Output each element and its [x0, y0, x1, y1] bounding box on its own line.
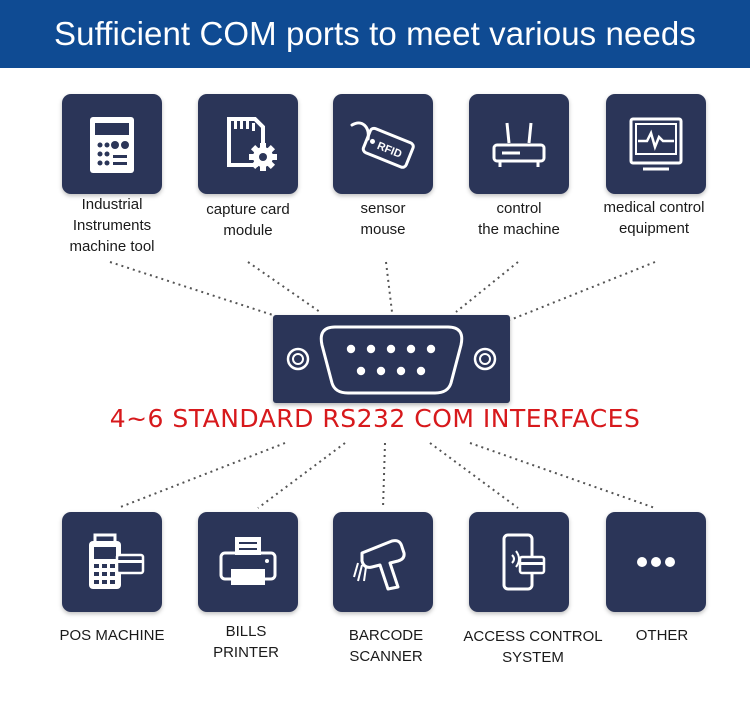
rs232-connector [273, 315, 510, 403]
bills-printer-tile [198, 512, 298, 612]
instrument-panel-icon [90, 117, 134, 173]
db9-port-icon [286, 325, 497, 395]
medical-equipment-tile [606, 94, 706, 194]
heart-monitor-icon [629, 117, 683, 171]
router-icon [492, 122, 546, 167]
pos-machine-tile [62, 512, 162, 612]
connection-line [385, 261, 393, 313]
connection-line [382, 442, 386, 509]
interfaces-caption: 4~6 STANDARD RS232 COM INTERFACES [109, 404, 641, 433]
connection-line [247, 261, 321, 313]
rfid-tag-icon: RFID [350, 121, 415, 169]
page-title: Sufficient COM ports to meet various nee… [54, 15, 696, 52]
connection-line [469, 442, 656, 509]
header-banner: Sufficient COM ports to meet various nee… [0, 0, 750, 68]
barcode-scanner-tile [333, 512, 433, 612]
connection-line [117, 442, 286, 509]
sensor-tile: RFID [333, 94, 433, 194]
connection-line [509, 261, 656, 321]
connection-line [429, 442, 519, 509]
connection-line [257, 442, 346, 509]
control-machine-tile [469, 94, 569, 194]
card-reader-icon [502, 533, 546, 591]
connection-line [109, 261, 283, 319]
other-label: OTHER [635, 627, 689, 644]
pos-terminal-icon [89, 533, 145, 589]
industrial-instruments-tile [62, 94, 162, 194]
more-dots-icon [637, 557, 675, 567]
pos-machine-label: POS MACHINE [59, 627, 165, 644]
access-control-tile [469, 512, 569, 612]
receipt-printer-icon [219, 537, 277, 585]
capture-card-tile [198, 94, 298, 194]
barcode-scanner-icon [353, 539, 406, 591]
sd-card-gear-icon [227, 117, 277, 171]
other-tile [606, 512, 706, 612]
connection-line [455, 261, 519, 313]
